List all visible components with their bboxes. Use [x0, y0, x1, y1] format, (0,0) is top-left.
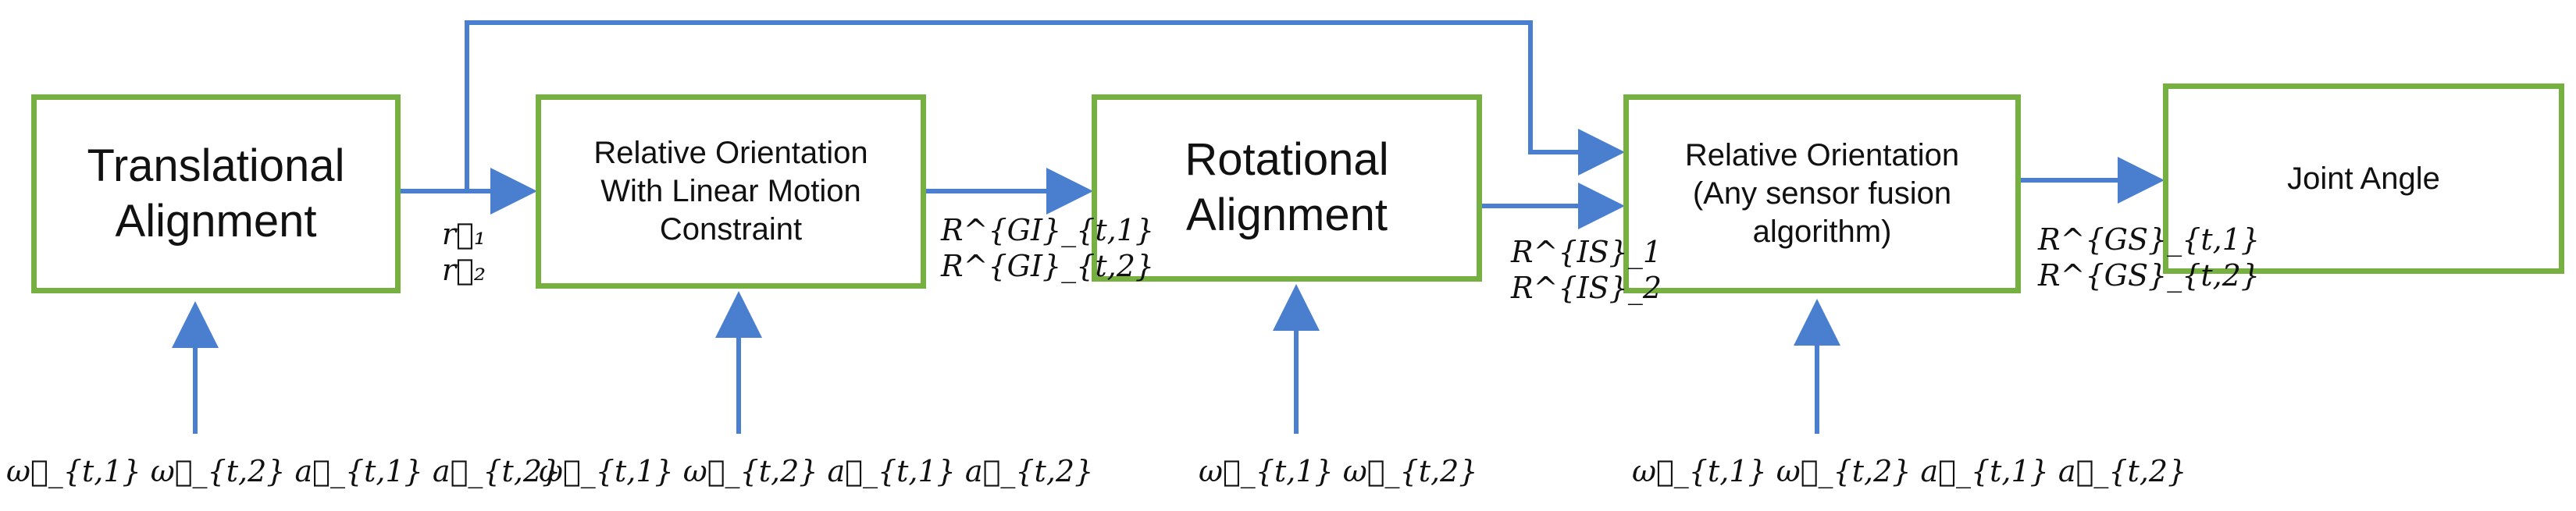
sensor-fusion-label: Relative Orientation (Any sensor fusion … [1684, 138, 1960, 249]
sensor-fusion-box: Relative Orientation (Any sensor fusion … [1623, 94, 2021, 293]
r-gs-label: R^{GS}_{t,1} R^{GS}_{t,2} [2038, 222, 2261, 293]
linear-motion-constraint-box: Relative Orientation With Linear Motion … [536, 94, 926, 289]
linear-motion-constraint-label: Relative Orientation With Linear Motion … [593, 136, 868, 247]
fusion-inputs: ω⃗_{t,1} ω⃗_{t,2} a⃗_{t,1} a⃗_{t,2} [1632, 454, 2187, 488]
main-flow-arrows [401, 20, 2164, 229]
rotational-inputs: ω⃗_{t,1} ω⃗_{t,2} [1199, 454, 1478, 488]
joint-angle-box: Joint Angle [2163, 83, 2564, 274]
linear-inputs: ω⃗_{t,1} ω⃗_{t,2} a⃗_{t,1} a⃗_{t,2} [539, 454, 1094, 488]
joint-angle-label: Joint Angle [2287, 161, 2440, 196]
rotational-alignment-label: Rotational Alignment [1185, 134, 1389, 240]
r-is-label: R^{IS}_1 R^{IS}_2 [1511, 235, 1662, 306]
translational-alignment-box: Translational Alignment [31, 94, 401, 293]
bypass-arrow-to-fusion [465, 20, 1625, 191]
r-vector-label: r⃗₁ r⃗₂ [441, 217, 486, 288]
rotational-alignment-box: Rotational Alignment [1092, 94, 1482, 282]
r-gi-label: R^{GI}_{t,1} R^{GI}_{t,2} [941, 213, 1155, 284]
input-arrows [172, 284, 1840, 434]
translational-alignment-label: Translational Alignment [87, 140, 345, 247]
translational-inputs: ω⃗_{t,1} ω⃗_{t,2} a⃗_{t,1} a⃗_{t,2} [6, 454, 561, 488]
